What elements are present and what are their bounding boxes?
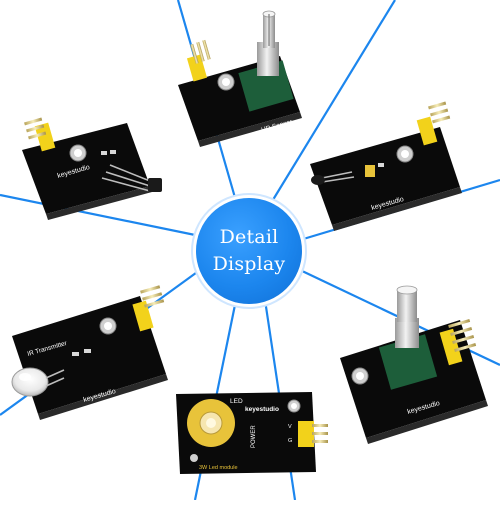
pin-header bbox=[416, 101, 451, 146]
detail-display-badge: Detail Display bbox=[196, 198, 302, 304]
divider-line bbox=[267, 0, 396, 209]
ir-led-icon bbox=[11, 367, 65, 397]
pin-label: G bbox=[288, 438, 292, 444]
power-led-module: LED keyestudio POWER V G 3W Led module bbox=[176, 392, 328, 474]
module-label: 3W Led module bbox=[199, 465, 238, 471]
pin-label: V bbox=[288, 424, 292, 430]
potentiometer-icon bbox=[378, 285, 438, 390]
hall-sensor-module: keyestudio bbox=[22, 117, 162, 220]
module-label: POWER bbox=[251, 425, 257, 448]
badge-line-2: Display bbox=[212, 253, 286, 275]
temperature-sensor-module: keyestudio bbox=[310, 101, 462, 231]
pin-header bbox=[186, 39, 211, 82]
rotary-encoder-icon bbox=[238, 10, 294, 112]
pin-header bbox=[298, 421, 328, 447]
divider-line bbox=[0, 193, 201, 238]
pin-header bbox=[439, 319, 477, 366]
badge-line-1: Detail bbox=[219, 226, 279, 248]
module-label: keyestudio bbox=[245, 406, 279, 413]
module-label: LED bbox=[230, 398, 243, 405]
thermistor-icon bbox=[311, 171, 355, 185]
potentiometer-module: keyestudio bbox=[340, 285, 488, 444]
pin-header bbox=[24, 117, 56, 152]
hall-sensor-icon bbox=[101, 164, 162, 192]
rotary-encoder-module: UR Sensor bbox=[178, 10, 302, 147]
pin-header bbox=[132, 285, 165, 332]
ir-transmitter-module: IR Transmitter keyestudio bbox=[11, 285, 168, 420]
